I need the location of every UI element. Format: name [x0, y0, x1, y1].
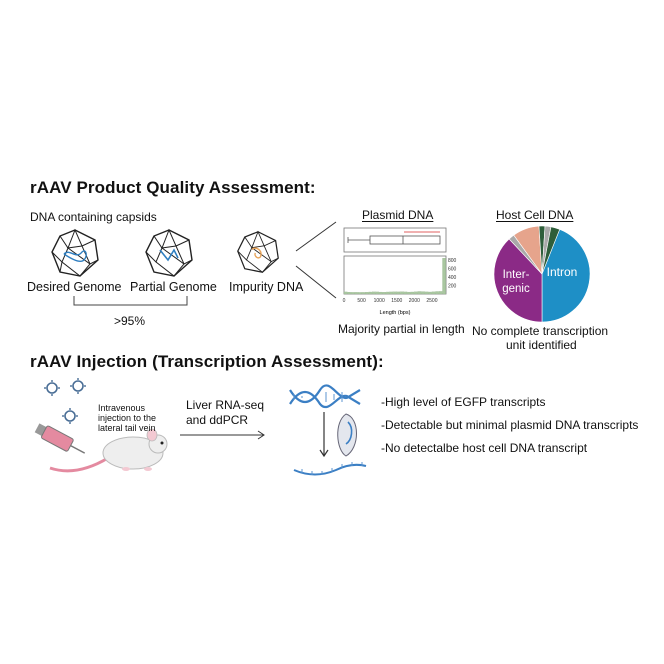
section-title-injection: rAAV Injection (Transcription Assessment…: [30, 352, 384, 371]
capsid-impurity-icon: [237, 230, 279, 273]
histogram-bar: [414, 291, 418, 295]
host-dna-pie-chart: Intron Inter- genic: [493, 225, 591, 323]
histogram-bar: [347, 291, 351, 295]
pie-label-intergenic-2: genic: [502, 283, 530, 295]
virus-icon: [44, 378, 86, 424]
histogram-bar: [424, 291, 429, 295]
pie-slice-intron: [541, 228, 591, 323]
mouse-note-line1: Intravenous: [98, 403, 146, 413]
capsid-label-desired: Desired Genome: [27, 280, 122, 294]
histogram-bar: [361, 292, 365, 295]
capsid-partial-icon: [145, 228, 193, 277]
capsid-label-impurity: Impurity DNA: [229, 280, 304, 294]
histogram-bar: [386, 291, 390, 295]
method-arrow: [180, 430, 265, 440]
histogram-ytick: 400: [448, 275, 457, 281]
histogram-bar: [343, 291, 348, 295]
transcription-arrow: [319, 412, 329, 458]
histogram-bar: [354, 292, 358, 295]
histogram-bar: [350, 292, 355, 295]
mouse-note-line3: lateral tail vein: [98, 423, 156, 433]
histogram-xtick: 1000: [374, 298, 385, 304]
histogram-bar: [375, 291, 379, 295]
histogram-bar: [407, 291, 411, 295]
result-line1: -High level of EGFP transcripts: [381, 395, 546, 409]
plasmid-caption: Majority partial in length: [338, 322, 465, 336]
histogram-xtick: 500: [357, 298, 366, 304]
histogram-bar: [365, 292, 369, 295]
histogram-frame: [343, 255, 447, 295]
histogram-xtick: 2500: [426, 298, 437, 304]
histogram-bar: [431, 291, 436, 295]
histogram-bar: [372, 291, 376, 295]
result-line2: -Detectable but minimal plasmid DNA tran…: [381, 418, 639, 432]
mrna-icon: [293, 462, 367, 476]
histogram-xtick: 1500: [391, 298, 402, 304]
histogram-bar: [403, 291, 408, 295]
pie-slice-other-6: [541, 226, 561, 275]
capsid-label-partial: Partial Genome: [130, 280, 217, 294]
histogram-bar: [379, 291, 383, 295]
histogram-bar: [396, 291, 401, 295]
dna-helix-icon: [289, 384, 361, 408]
histogram-bar: [410, 291, 415, 295]
method-line2: and ddPCR: [186, 413, 249, 427]
histogram-ytick: 200: [448, 284, 457, 290]
section-title-quality: rAAV Product Quality Assessment:: [30, 178, 316, 197]
histogram-bar: [368, 291, 372, 295]
method-line1: Liver RNA-seq: [186, 398, 265, 412]
histogram-bar: [357, 292, 362, 295]
result-line3: -No detectalbe host cell DNA transcript: [381, 441, 588, 455]
histogram-bar: [421, 291, 425, 295]
capsids-heading: DNA containing capsids: [30, 210, 157, 224]
boxplot-box: [369, 235, 441, 245]
histogram-xlabel: Length (bps): [380, 310, 411, 316]
histogram-bar: [393, 291, 397, 295]
histogram-bar: [442, 258, 446, 295]
histogram-ytick: 600: [448, 267, 457, 273]
histogram-bar: [417, 291, 422, 295]
histogram-xtick: 0: [343, 298, 346, 304]
polymerase-icon: [337, 413, 357, 457]
mouse-icon: [49, 428, 168, 473]
capsid-desired-icon: [51, 228, 99, 277]
host-caption-line2: unit identified: [506, 338, 577, 352]
plasmid-title: Plasmid DNA: [362, 208, 434, 222]
pie-slice-inter-genic: [493, 238, 543, 323]
host-caption-line1: No complete transcription: [472, 324, 609, 338]
syringe-icon: [34, 423, 86, 454]
histogram-bar: [400, 291, 404, 295]
plasmid-histogram-chart: 0 500 1000 1500 2000 2500 200 400 600 800 Length…: [343, 227, 457, 316]
host-title: Host Cell DNA: [496, 208, 574, 222]
histogram-xtick: 2000: [409, 298, 420, 304]
histogram-bar: [428, 291, 432, 295]
percent-label: >95%: [114, 314, 146, 328]
histogram-bar: [382, 292, 387, 295]
histogram-bar: [438, 291, 443, 295]
pie-label-intron: Intron: [547, 265, 578, 279]
histogram-bar: [435, 291, 439, 295]
mouse-note-line2: injection to the: [98, 413, 157, 423]
pie-label-intergenic-1: Inter-: [503, 269, 530, 281]
histogram-bar: [389, 291, 394, 295]
histogram-ytick: 800: [448, 258, 457, 264]
